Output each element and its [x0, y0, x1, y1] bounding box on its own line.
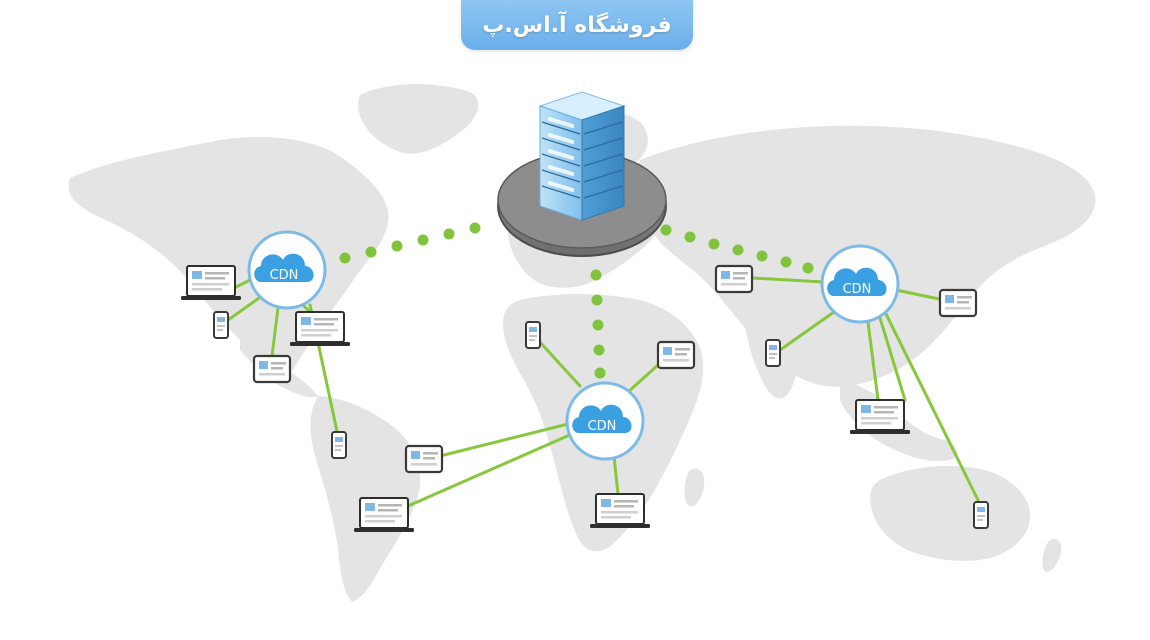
cdn-node-north-america: CDN [247, 230, 327, 310]
link-as-phone-india [778, 310, 836, 352]
link-af-tablet-sa [438, 422, 570, 458]
tablet-icon [404, 444, 444, 474]
dots-to-africa [590, 269, 606, 379]
dots-to-north-america [339, 222, 481, 264]
tablet-icon [656, 340, 696, 370]
phone-icon [525, 321, 541, 349]
laptop-icon [180, 265, 242, 301]
tablet-icon [938, 288, 978, 318]
cloud-icon [572, 404, 632, 433]
japan [946, 246, 973, 289]
cloud-icon [254, 253, 314, 282]
laptop-icon [353, 497, 415, 533]
link-as-laptop-se2 [878, 316, 907, 402]
link-af-laptop-south [612, 454, 620, 496]
cdn-node-asia: CDN [820, 244, 900, 324]
cdn-label: CDN [588, 419, 617, 434]
link-as-phone-au [884, 312, 980, 502]
dots-to-asia [660, 224, 814, 274]
link-af-phone [536, 338, 582, 388]
phone-icon [765, 339, 781, 367]
cdn-label: CDN [270, 268, 299, 283]
link-na-tablet [270, 306, 280, 358]
madagascar [684, 468, 705, 507]
phone-icon [331, 431, 347, 459]
laptop-icon [589, 493, 651, 529]
origin-links [339, 222, 814, 379]
laptop-icon [289, 311, 351, 347]
laptop-icon [849, 399, 911, 435]
tablet-icon [714, 264, 754, 294]
server-rack-icon [497, 91, 667, 257]
link-as-laptop-se [866, 320, 880, 402]
watermark-badge: فروشگاه آ.اس.پ [461, 0, 693, 50]
link-as-tablet-w [750, 276, 826, 284]
phone-icon [213, 311, 229, 339]
link-as-tablet-e [894, 288, 946, 302]
new-zealand [1042, 538, 1062, 573]
cdn-node-africa: CDN [565, 381, 645, 461]
greenland [358, 84, 479, 154]
tablet-icon [252, 354, 292, 384]
cdn-label: CDN [843, 282, 872, 297]
phone-icon [973, 501, 989, 529]
link-af-laptop-sa [406, 432, 574, 508]
link-na-phone [226, 294, 264, 322]
watermark-text: فروشگاه آ.اس.پ [482, 12, 672, 38]
australia [870, 465, 1030, 561]
cloud-icon [827, 267, 887, 296]
